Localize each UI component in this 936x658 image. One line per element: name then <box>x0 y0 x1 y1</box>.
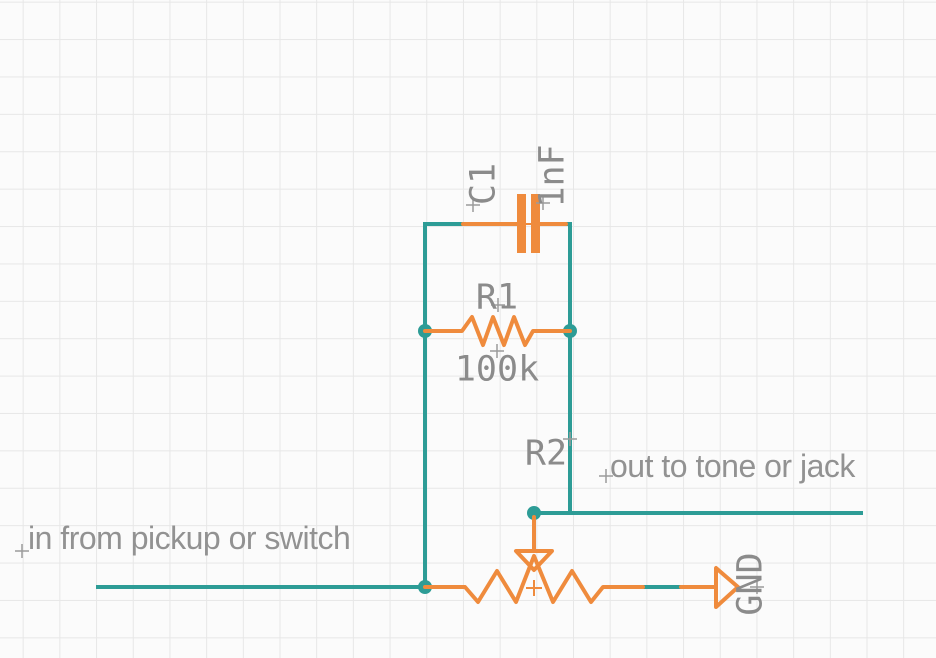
gnd-arrow[interactable] <box>714 566 740 609</box>
capacitor-symbol[interactable] <box>461 194 568 253</box>
capacitor-anchor-cross <box>526 216 542 232</box>
text-anchor-crosses <box>15 196 764 594</box>
resistor-symbol[interactable] <box>423 315 572 347</box>
potentiometer-anchor-cross <box>526 580 542 596</box>
potentiometer-symbol[interactable] <box>423 515 645 604</box>
capacitor-value-label[interactable]: 1nF <box>532 144 573 208</box>
output-net-label[interactable]: out to tone or jack <box>610 448 855 484</box>
potentiometer-body[interactable] <box>423 554 645 604</box>
wire-input-left-branch[interactable] <box>96 222 463 589</box>
gnd-symbol[interactable] <box>679 566 740 609</box>
resistor-value-label[interactable]: 100k <box>454 349 540 390</box>
capacitor-plate[interactable] <box>517 194 526 253</box>
potentiometer-wiper-arrow[interactable] <box>514 549 554 572</box>
junction-dot[interactable] <box>527 506 541 520</box>
resistor-ref-label[interactable]: R1 <box>475 277 519 318</box>
gnd-label[interactable]: GND <box>730 552 771 616</box>
input-net-label[interactable]: in from pickup or switch <box>28 520 351 556</box>
capacitor-ref-label[interactable]: C1 <box>463 162 504 206</box>
potentiometer-ref-label[interactable]: R2 <box>524 433 568 474</box>
